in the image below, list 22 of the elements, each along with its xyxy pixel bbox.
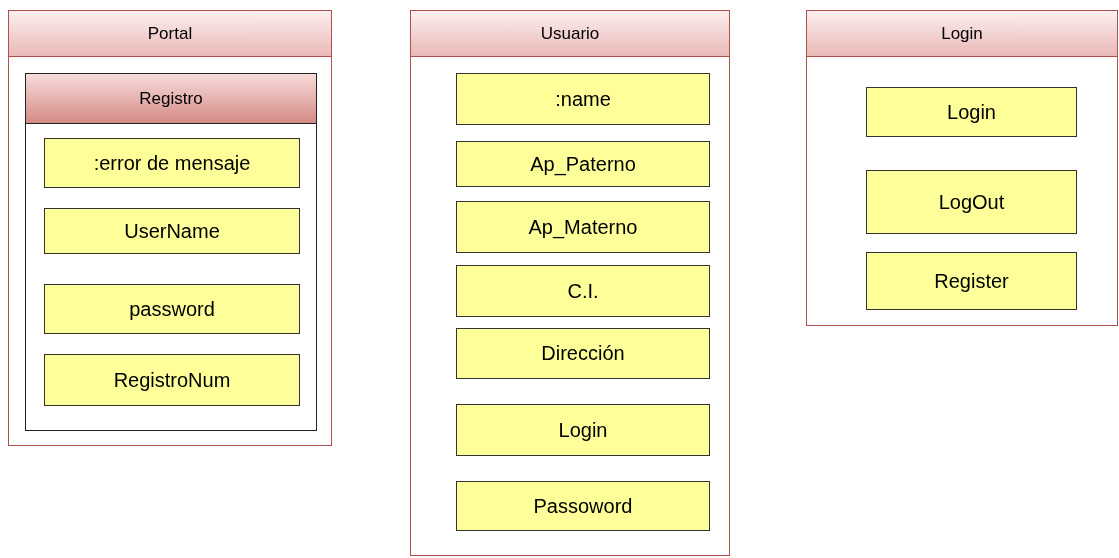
field-box: RegistroNum: [44, 354, 300, 406]
field-box: :error de mensaje: [44, 138, 300, 188]
group-header: Usuario: [411, 11, 729, 57]
group-panel: [806, 10, 1118, 326]
field-box: Passoword: [456, 481, 710, 531]
group-header: Portal: [9, 11, 331, 57]
group-panel: [25, 73, 317, 431]
field-box: :name: [456, 73, 710, 125]
field-box: Dirección: [456, 328, 710, 379]
group-header: Registro: [26, 74, 316, 124]
field-box: Login: [456, 404, 710, 456]
group-header: Login: [807, 11, 1117, 57]
group-panel: [8, 10, 332, 446]
group-panel: [410, 10, 730, 556]
field-box: password: [44, 284, 300, 334]
field-box: C.I.: [456, 265, 710, 317]
field-box: LogOut: [866, 170, 1077, 234]
field-box: Register: [866, 252, 1077, 310]
field-box: Ap_Paterno: [456, 141, 710, 187]
field-box: Ap_Materno: [456, 201, 710, 253]
field-box: Login: [866, 87, 1077, 137]
field-box: UserName: [44, 208, 300, 254]
